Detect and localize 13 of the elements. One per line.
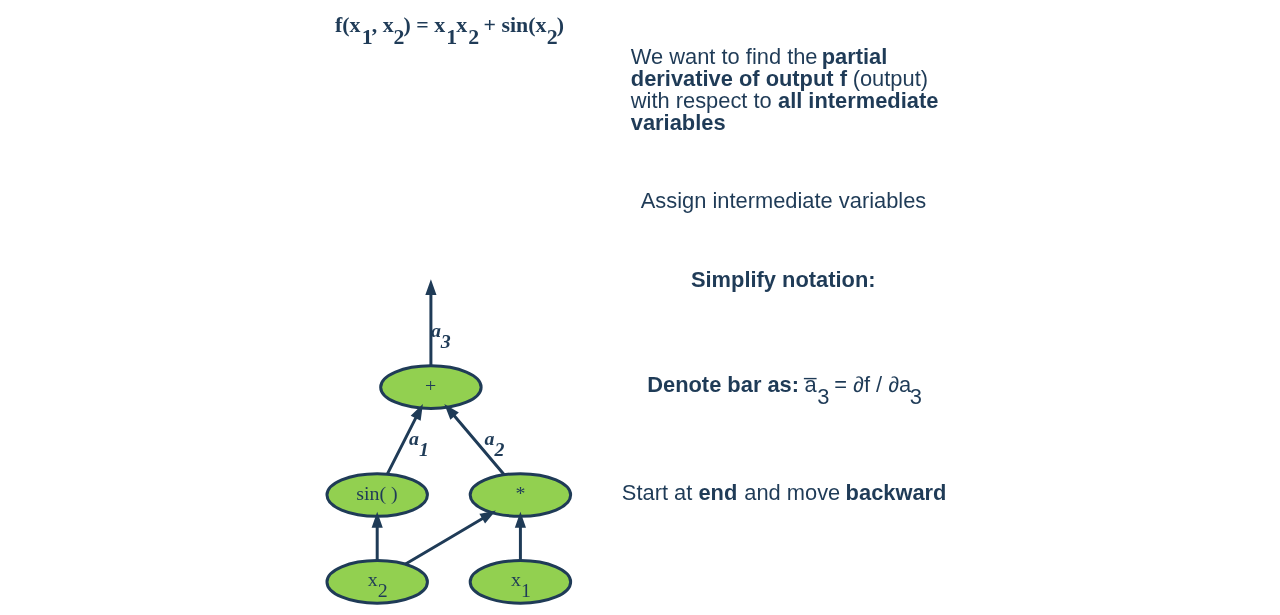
arrow: [403, 510, 496, 566]
label: Start at end and move backward: [621, 479, 946, 505]
label: We want to find the partial derivative of output f (output) with respect to all intermediate variables: [630, 44, 938, 135]
arrow: [424, 279, 436, 366]
arrow: [385, 403, 423, 475]
label: Assign intermediate variables: [640, 187, 926, 213]
arrow: [443, 403, 505, 476]
node-ellipse: sin( ): [325, 472, 429, 518]
node-ellipse: *: [468, 472, 572, 518]
arrow: [514, 511, 526, 561]
node-ellipse: +: [378, 364, 483, 410]
label: Simplify notation:: [690, 267, 876, 293]
arrow: [371, 511, 383, 561]
